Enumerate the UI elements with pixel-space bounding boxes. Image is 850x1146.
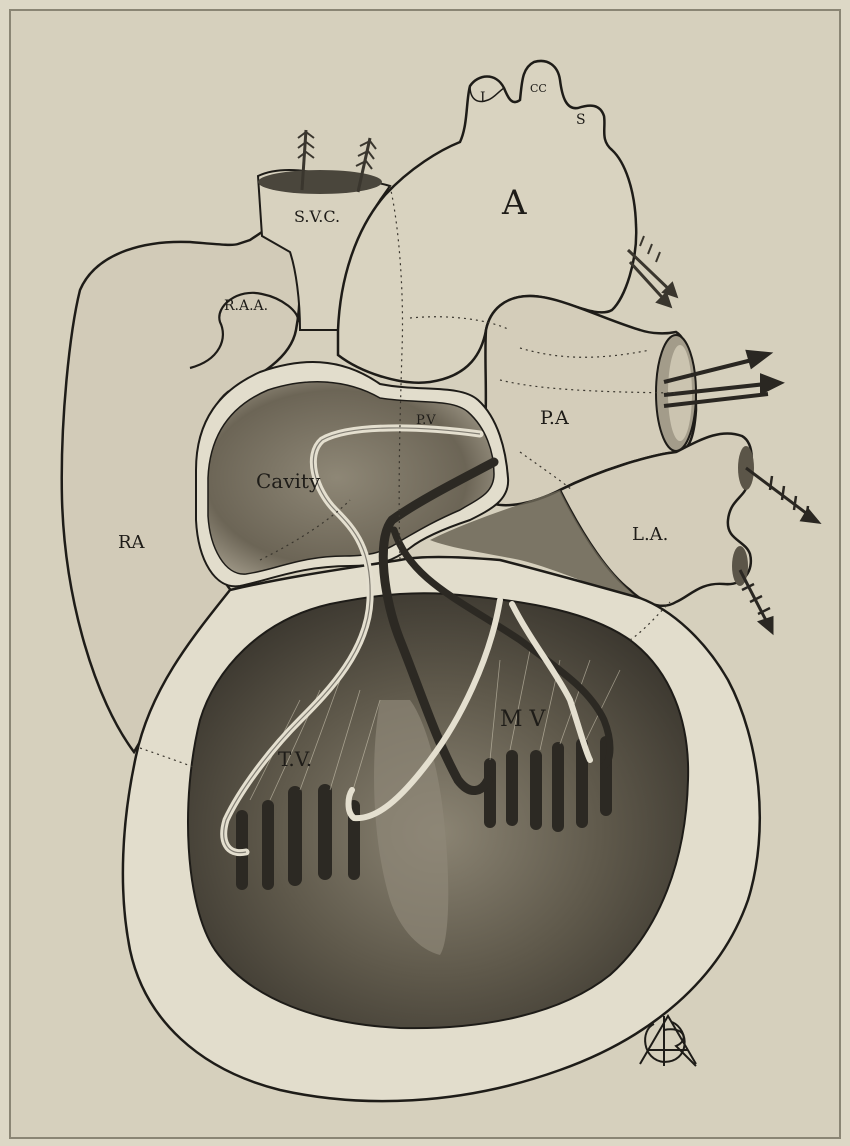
label-subclavian: S xyxy=(576,112,586,128)
label-mitral-valve: M V xyxy=(500,707,547,732)
label-right-atrium: RA xyxy=(118,532,146,553)
label-aorta: A xyxy=(501,183,527,223)
label-left-atrium: L.A. xyxy=(632,524,668,545)
label-common-carotid: CC xyxy=(530,82,547,95)
label-tricuspid-valve: T.V. xyxy=(278,747,312,771)
label-superior-vena-cava: S.V.C. xyxy=(294,207,340,226)
label-right-auricular-appendix: R.A.A. xyxy=(224,298,268,314)
label-cavity: Cavity xyxy=(256,469,321,493)
label-pulmonary-valve: P.V xyxy=(416,413,436,428)
label-pulmonary-artery: P.A xyxy=(540,407,569,429)
label-innominate: I xyxy=(480,90,486,106)
